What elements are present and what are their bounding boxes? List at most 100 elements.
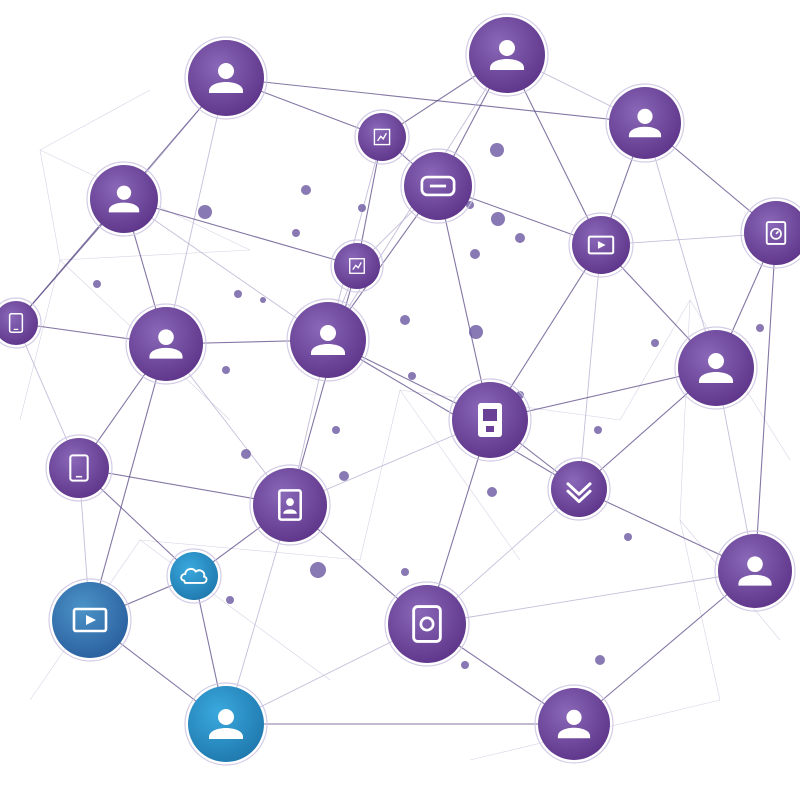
- node-halo: [714, 530, 796, 612]
- network-node: [547, 457, 611, 521]
- node-circle: [0, 301, 38, 345]
- junction-dot: [358, 204, 366, 212]
- mesh-line: [139, 539, 361, 561]
- junction-dot: [515, 233, 525, 243]
- junction-dot: [400, 315, 410, 325]
- network-node: [674, 326, 758, 410]
- tablet-icon: [8, 312, 24, 334]
- node-halo: [547, 457, 611, 521]
- user-icon: [209, 709, 243, 739]
- cloud-icon: [180, 567, 208, 584]
- user-icon: [557, 709, 591, 739]
- junction-dot: [470, 249, 480, 259]
- junction-dot: [332, 426, 340, 434]
- mesh-line: [679, 299, 691, 521]
- junction-dot: [301, 185, 311, 195]
- network-node: [714, 530, 796, 612]
- user-icon: [628, 108, 662, 138]
- connection-line: [289, 265, 358, 506]
- connection-line: [89, 343, 167, 621]
- junction-dot: [624, 533, 632, 541]
- connection-line: [225, 504, 291, 725]
- node-halo: [184, 36, 268, 120]
- connection-line: [489, 367, 717, 421]
- node-halo: [184, 682, 268, 766]
- network-node: [400, 148, 476, 224]
- network-node: [354, 109, 410, 165]
- junction-dot: [651, 339, 659, 347]
- clock-icon: [765, 221, 787, 245]
- node-circle: [388, 585, 466, 663]
- mesh-line: [59, 249, 251, 261]
- junction-dot: [756, 324, 764, 332]
- node-halo: [0, 297, 42, 349]
- network-node: [568, 212, 634, 278]
- user-icon: [738, 556, 772, 586]
- node-halo: [384, 581, 470, 667]
- junction-dot: [198, 205, 212, 219]
- junction-dot: [594, 426, 602, 434]
- network-nodes: [0, 13, 800, 766]
- node-circle: [170, 552, 218, 600]
- junction-dot: [234, 290, 242, 298]
- network-node: [330, 239, 384, 293]
- mesh-line: [359, 389, 401, 561]
- node-halo: [45, 434, 113, 502]
- junction-dot: [490, 143, 504, 157]
- node-halo: [249, 464, 331, 546]
- network-node: [605, 83, 685, 163]
- junction-dots: [93, 143, 764, 669]
- network-node: [166, 548, 222, 604]
- connection-line: [123, 198, 358, 267]
- node-halo: [166, 548, 222, 604]
- tablet-icon: [69, 454, 89, 482]
- node-halo: [330, 239, 384, 293]
- network-node: [448, 378, 532, 462]
- chart-icon: [373, 128, 391, 146]
- user-icon: [490, 40, 524, 70]
- junction-dot: [241, 449, 251, 459]
- junction-dot: [491, 212, 505, 226]
- node-halo: [448, 378, 532, 462]
- download-icon: [566, 482, 592, 504]
- music-icon: [412, 605, 442, 643]
- junction-dot: [222, 366, 230, 374]
- junction-dot: [292, 229, 300, 237]
- mesh-line: [619, 299, 691, 421]
- node-halo: [674, 326, 758, 410]
- mesh-line: [19, 259, 61, 421]
- photo-icon: [278, 489, 302, 521]
- user-icon: [209, 63, 243, 93]
- network-node: [184, 682, 268, 766]
- node-halo: [286, 298, 370, 382]
- junction-dot: [339, 471, 349, 481]
- mesh-line: [679, 519, 721, 701]
- network-node: [48, 578, 132, 662]
- junction-dot: [226, 596, 234, 604]
- node-halo: [534, 684, 614, 764]
- node-halo: [465, 13, 549, 97]
- user-icon: [108, 185, 140, 213]
- network-node: [86, 161, 162, 237]
- node-halo: [354, 109, 410, 165]
- node-circle: [49, 438, 109, 498]
- junction-dot: [487, 487, 497, 497]
- mesh-line: [39, 149, 61, 261]
- connection-line: [426, 570, 756, 625]
- chart-icon: [349, 258, 365, 274]
- junction-dot: [260, 297, 266, 303]
- node-halo: [86, 161, 162, 237]
- mesh-line: [39, 89, 151, 151]
- node-halo: [125, 303, 207, 385]
- connection-line: [578, 244, 602, 490]
- network-node: [249, 464, 331, 546]
- node-halo: [48, 578, 132, 662]
- network-node: [0, 297, 42, 349]
- junction-dot: [408, 372, 416, 380]
- user-icon: [311, 325, 345, 355]
- connection-line: [644, 122, 717, 369]
- network-node: [534, 684, 614, 764]
- network-node: [45, 434, 113, 502]
- connection-line: [437, 185, 491, 421]
